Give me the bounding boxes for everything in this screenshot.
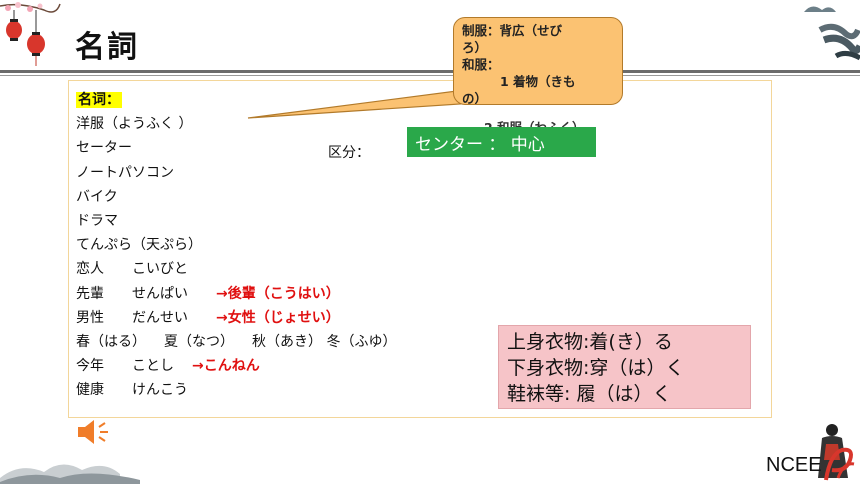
clothing-verbs-box: 上身衣物:着(き）る 下身衣物:穿（は）く 鞋袜等: 履（は）く (498, 325, 751, 409)
list-heading: 名词： (76, 88, 396, 112)
list-item: 洋服（ようふく ） (76, 116, 193, 133)
reading: ことし (132, 358, 174, 375)
title-rule-thin (0, 75, 860, 76)
heading-highlight: 名词： (76, 92, 122, 108)
reading: せんぱい (132, 285, 188, 302)
list-item-seasons: 春（はる） 夏（なつ） 秋（あき） 冬（ふゆ） (76, 330, 396, 354)
speaker-icon[interactable] (76, 417, 112, 447)
logo-mark-icon (824, 447, 855, 481)
content-frame (68, 80, 772, 418)
center-note-box: センター ： 中心 (407, 127, 596, 157)
bubble-line: 1 着物（きも (500, 74, 576, 89)
reading: けんこう (132, 382, 188, 399)
cloud-icon (804, 6, 860, 61)
page-title: 名詞 (75, 30, 139, 65)
antonym: →女性（じょせい） (216, 309, 340, 326)
word: 恋人 (76, 261, 104, 278)
season-autumn: 秋（あき） (252, 333, 322, 350)
bubble-line: の） (462, 91, 488, 105)
season-summer: 夏（なつ） (164, 333, 234, 350)
callout-bubble: 制服：背広（せび ろ） 和服： 1 着物（きも の） (453, 17, 623, 105)
lantern-icon (0, 2, 61, 66)
ncee-logo: NCEE (766, 454, 822, 476)
title-rule (0, 70, 860, 73)
list-item: 先輩 せんぱい →後輩（こうはい） (76, 282, 396, 306)
list-item: ドラマ (76, 212, 118, 229)
verb-line: 鞋袜等: 履（は）く (507, 383, 672, 405)
bubble-line: 制服：背広（せび (462, 23, 563, 38)
list-item: セーター (76, 140, 132, 157)
word: 男性 (76, 309, 104, 326)
word: 健康 (76, 382, 104, 399)
list-item: 男性 だんせい →女性（じょせい） (76, 306, 396, 330)
reading: こいびと (132, 261, 188, 278)
kubun-label: 区分： (328, 145, 370, 161)
bubble-line: 和服： (462, 57, 500, 72)
word: 先輩 (76, 285, 104, 302)
bubble-line: ろ） (462, 40, 488, 55)
list-item: バイク (76, 188, 118, 205)
list-item: 今年 ことし →こんねん (76, 354, 396, 378)
list-item: 恋人 こいびと (76, 257, 396, 281)
list-item: 健康 けんこう (76, 378, 396, 402)
reading: だんせい (132, 309, 188, 326)
antonym: →後輩（こうはい） (216, 285, 340, 302)
vocab-list: 名词： 洋服（ようふく ） セーター ノートパソコン バイク ドラマ てんぷら（… (76, 88, 396, 402)
season-spring: 春（はる） (76, 333, 146, 350)
cloud-icon (0, 464, 140, 484)
word: 今年 (76, 358, 104, 375)
season-winter: 冬（ふゆ） (326, 333, 397, 350)
list-item: てんぷら（天ぷら） (76, 237, 202, 254)
list-item: ノートパソコン (76, 164, 174, 181)
alt-reading: →こんねん (192, 358, 260, 375)
verb-line: 上身衣物:着(き）る (507, 331, 673, 353)
verb-line: 下身衣物:穿（は）く (507, 357, 685, 379)
